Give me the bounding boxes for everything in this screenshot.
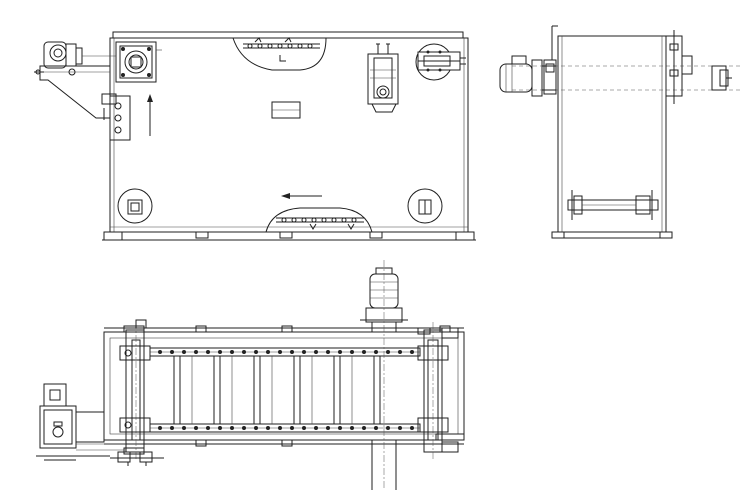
side-elevation-view <box>499 25 740 239</box>
scraper-flights <box>173 355 381 425</box>
front-elevation-view <box>34 31 476 241</box>
bottom-chain-cutout <box>265 207 373 233</box>
plan-mounting-pads <box>195 325 451 447</box>
top-chain <box>243 37 320 62</box>
top-rim <box>112 31 464 39</box>
lower-right-bearing <box>407 188 443 224</box>
chain-links <box>158 350 414 430</box>
right-bearing-cutout <box>415 43 466 81</box>
side-drive-motor <box>499 55 557 97</box>
plan-right-shaft <box>417 322 465 460</box>
lower-left-bearing <box>117 188 153 224</box>
plan-left-motor <box>36 383 126 461</box>
travel-direction-arrows <box>147 94 322 199</box>
drive-motor-bracket <box>34 41 131 141</box>
tensioner-assembly <box>367 43 399 113</box>
plan-bottom-coupling <box>96 451 164 466</box>
tank-outline <box>109 37 469 233</box>
plan-left-shaft <box>119 322 151 460</box>
drive-sprocket-housing <box>115 41 162 83</box>
plan-top-fittings <box>135 319 431 335</box>
side-tensioner <box>665 30 732 104</box>
plan-view <box>36 260 465 490</box>
plan-bottom-chain <box>149 423 421 433</box>
side-lower-shaft <box>567 190 659 220</box>
top-chain-cutout <box>232 37 327 71</box>
bottom-chain <box>276 217 364 230</box>
side-tank-outline <box>557 35 667 233</box>
plan-top-chain <box>149 347 421 357</box>
support-feet <box>102 231 476 241</box>
plan-gear-motor <box>360 260 408 490</box>
